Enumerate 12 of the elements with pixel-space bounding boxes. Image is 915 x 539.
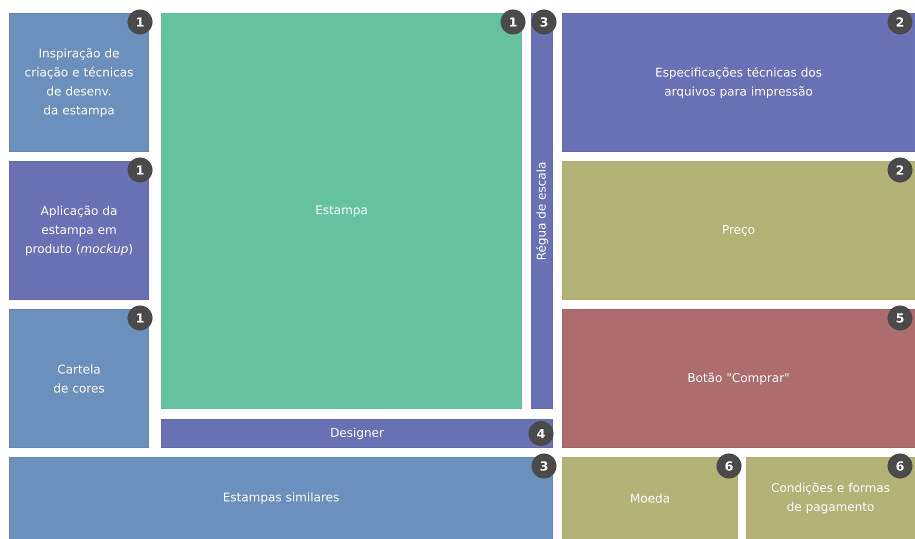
number-badge: 2 bbox=[888, 158, 912, 182]
number-badge: 3 bbox=[532, 10, 556, 34]
number-badge: 3 bbox=[532, 454, 556, 478]
number-badge: 1 bbox=[500, 10, 526, 34]
number-badge: 5 bbox=[888, 306, 912, 330]
number-badge: 6 bbox=[888, 454, 912, 478]
number-badge: 2 bbox=[888, 10, 912, 34]
number-badge: 1 bbox=[128, 306, 152, 330]
number-badge: 1 bbox=[128, 158, 152, 182]
number-badge: 6 bbox=[716, 454, 742, 478]
number-badge: 1 bbox=[128, 10, 152, 34]
number-badge: 4 bbox=[528, 421, 554, 446]
